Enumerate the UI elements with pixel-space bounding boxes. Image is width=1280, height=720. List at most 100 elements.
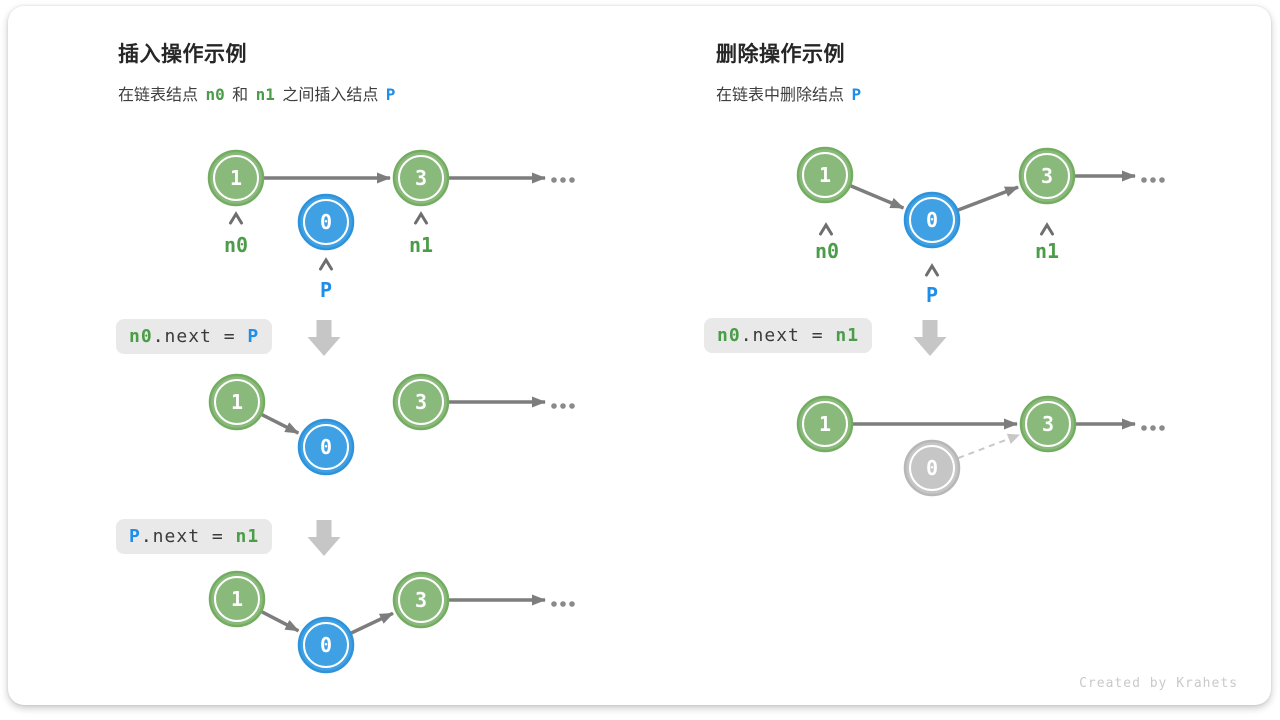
left-panel-subtitle: 在链表结点 n0 和 n1 之间插入结点 P bbox=[118, 81, 398, 105]
dot bbox=[560, 601, 566, 607]
node-circle bbox=[208, 373, 266, 431]
dot bbox=[1141, 425, 1147, 431]
node-value: 3 bbox=[415, 166, 427, 190]
text-segment: n1 bbox=[235, 526, 260, 547]
node-inner-ring bbox=[303, 199, 349, 245]
node-inner-ring bbox=[1024, 153, 1070, 199]
node-circle bbox=[297, 616, 355, 674]
node-value: 0 bbox=[926, 208, 938, 232]
text-segment: 在链表中删除结点 bbox=[716, 87, 849, 104]
node-circle bbox=[207, 149, 265, 207]
dot bbox=[1159, 177, 1165, 183]
pointer-arrow bbox=[850, 184, 905, 210]
dot bbox=[551, 601, 557, 607]
node-inner-ring bbox=[213, 155, 259, 201]
text-segment: 之间插入结点 bbox=[277, 87, 383, 104]
caret-up-icon bbox=[925, 263, 939, 277]
list-node-L2b: 3 bbox=[392, 373, 450, 431]
ellipsis-dots bbox=[1141, 177, 1165, 183]
dot bbox=[560, 177, 566, 183]
list-node-R1b: 3 bbox=[1018, 147, 1076, 205]
caret-up-icon bbox=[229, 211, 243, 225]
pointer-label-n0: n0 bbox=[815, 239, 839, 263]
node-value: 3 bbox=[1042, 412, 1054, 436]
node-circle bbox=[208, 570, 266, 628]
pointer-arrow bbox=[261, 413, 300, 435]
node-value: 1 bbox=[819, 412, 831, 436]
text-segment: .next = bbox=[740, 325, 836, 346]
dot bbox=[569, 177, 575, 183]
pointer-label-n1: n1 bbox=[409, 233, 433, 257]
text-segment: 和 bbox=[227, 87, 253, 104]
text-segment: P bbox=[385, 85, 396, 104]
node-value: 0 bbox=[320, 633, 332, 657]
dot bbox=[551, 403, 557, 409]
list-node-L3a: 1 bbox=[208, 570, 266, 628]
node-circle bbox=[392, 571, 450, 629]
node-circle bbox=[1018, 147, 1076, 205]
node-value: 3 bbox=[1041, 164, 1053, 188]
node-value: 0 bbox=[926, 456, 938, 480]
node-inner-ring bbox=[802, 152, 848, 198]
node-circle bbox=[392, 149, 450, 207]
node-circle bbox=[796, 395, 854, 453]
list-node-R2b: 3 bbox=[1019, 395, 1077, 453]
dot bbox=[1150, 177, 1156, 183]
node-inner-ring bbox=[214, 379, 260, 425]
list-node-L2p: 0 bbox=[297, 418, 355, 476]
node-value: 1 bbox=[231, 390, 243, 414]
text-segment: .next = bbox=[152, 326, 248, 347]
pointer-arrow bbox=[350, 611, 394, 635]
ellipsis-dots bbox=[551, 177, 575, 183]
pointer-arrow bbox=[261, 610, 300, 633]
node-inner-ring bbox=[303, 424, 349, 470]
node-circle bbox=[1019, 395, 1077, 453]
node-value: 0 bbox=[320, 435, 332, 459]
node-inner-ring bbox=[398, 155, 444, 201]
code-label-n0-next-n1: n0.next = n1 bbox=[704, 318, 873, 353]
node-inner-ring bbox=[909, 445, 955, 491]
node-value: 0 bbox=[320, 210, 332, 234]
pointer-arrow-dashed bbox=[957, 433, 1020, 460]
dot bbox=[569, 601, 575, 607]
dot bbox=[1159, 425, 1165, 431]
code-label-p-next-n1: P.next = n1 bbox=[116, 519, 273, 554]
right-panel-subtitle: 在链表中删除结点 P bbox=[716, 81, 864, 105]
node-inner-ring bbox=[1025, 401, 1071, 447]
text-segment: n0 bbox=[205, 85, 225, 104]
text-segment: P bbox=[129, 526, 141, 547]
left-panel-title: 插入操作示例 bbox=[118, 43, 247, 66]
list-node-R1a: 1 bbox=[796, 146, 854, 204]
text-segment: P bbox=[851, 85, 862, 104]
pointer-label-n0: n0 bbox=[224, 233, 248, 257]
caret-up-icon bbox=[414, 211, 428, 225]
node-circle bbox=[796, 146, 854, 204]
text-segment: 在链表结点 bbox=[118, 87, 203, 104]
text-segment: n1 bbox=[255, 85, 275, 104]
list-node-R1p: 0 bbox=[903, 191, 961, 249]
pointer-label-P: P bbox=[926, 283, 938, 307]
list-node-L1b: 3 bbox=[392, 149, 450, 207]
pointer-label-n1: n1 bbox=[1035, 239, 1059, 263]
node-circle bbox=[903, 439, 961, 497]
node-inner-ring bbox=[398, 379, 444, 425]
code-label-n0-next-p: n0.next = P bbox=[116, 319, 273, 354]
ellipsis-dots bbox=[1141, 425, 1165, 431]
pointer-label-P: P bbox=[320, 278, 332, 302]
node-circle bbox=[297, 418, 355, 476]
right-panel-title: 删除操作示例 bbox=[716, 43, 845, 66]
dot bbox=[560, 403, 566, 409]
pointer-arrow bbox=[957, 185, 1019, 212]
caret-up-icon bbox=[1040, 222, 1054, 236]
list-node-R2p: 0 bbox=[903, 439, 961, 497]
node-value: 1 bbox=[231, 587, 243, 611]
text-segment: n0 bbox=[129, 326, 153, 347]
step-down-arrow-icon bbox=[307, 320, 341, 356]
text-segment: P bbox=[247, 326, 260, 347]
list-node-L3p: 0 bbox=[297, 616, 355, 674]
node-circle bbox=[903, 191, 961, 249]
list-node-R2a: 1 bbox=[796, 395, 854, 453]
node-circle bbox=[297, 193, 355, 251]
text-segment: n1 bbox=[835, 325, 860, 346]
ellipsis-dots bbox=[551, 601, 575, 607]
